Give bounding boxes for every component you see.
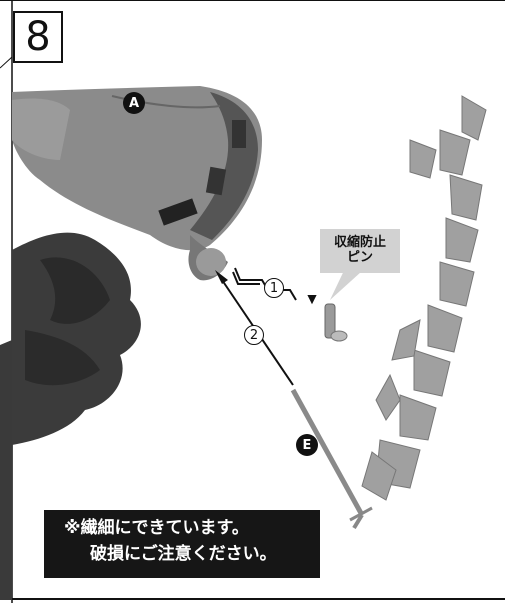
sequence-number-2: 2 [244, 325, 264, 345]
pin-callout: 収縮防止 ピン [320, 229, 400, 273]
pin-label-line-1: 収縮防止 [333, 235, 386, 250]
step-number-box: 8 [13, 11, 63, 63]
marker-a: A [123, 92, 145, 114]
plume-part [361, 95, 487, 501]
marker-e: E [296, 434, 318, 456]
sequence-number-1: 1 [264, 278, 284, 298]
pin-label-line-2: ピン [346, 250, 373, 265]
arm-sleeve-part [12, 86, 262, 281]
notice-line-1: ※繊細にできています。 [64, 518, 249, 538]
notice-line-2: 破損にご注意ください。 [90, 544, 277, 564]
cloth-shape [0, 232, 141, 600]
stick-part [290, 388, 373, 530]
caution-notice: ※繊細にできています。 破損にご注意ください。 [44, 510, 320, 578]
